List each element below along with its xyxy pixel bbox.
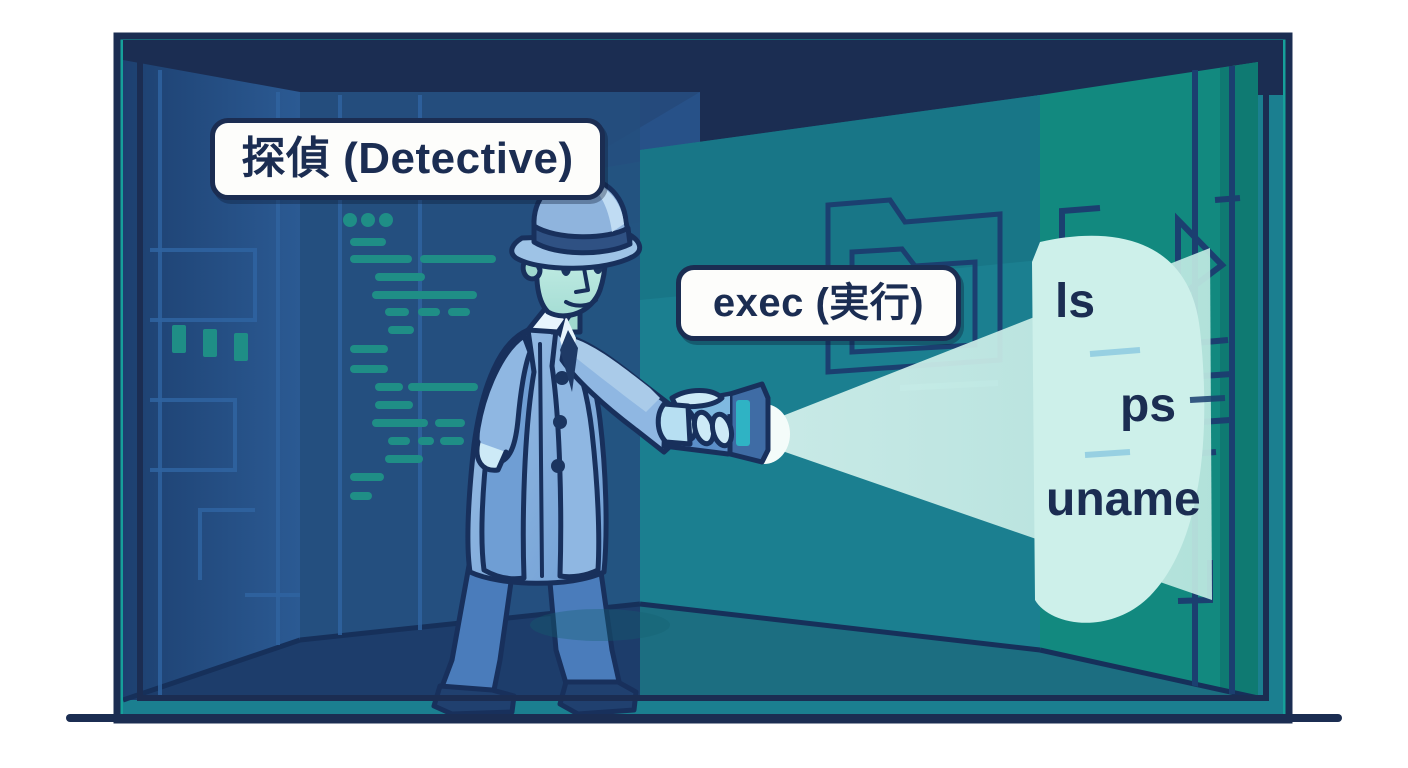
floor-teal-part	[640, 604, 1258, 700]
command-ps: ps	[1120, 379, 1177, 432]
necktie	[560, 330, 578, 392]
coat-button	[553, 415, 567, 429]
coat-button	[555, 371, 569, 385]
hands	[655, 388, 735, 449]
callout-detective-label: 探偵 (Detective)	[241, 134, 574, 183]
callout-exec[interactable]: exec (実行)	[676, 265, 961, 341]
wall-left	[123, 60, 300, 700]
code-lines	[343, 213, 496, 500]
coat-button	[551, 459, 565, 473]
command-ls: ls	[1055, 275, 1096, 328]
beam-lit-panel	[1032, 235, 1205, 623]
figure-shadow	[530, 609, 670, 641]
beam-detail-lines	[1084, 347, 1141, 458]
beam-right-dashes	[1189, 395, 1226, 403]
folder-outline-icon	[825, 197, 1003, 375]
floor-navy-part	[123, 604, 640, 700]
callout-detective[interactable]: 探偵 (Detective)	[210, 118, 605, 200]
callout-exec-label: exec (実行)	[712, 281, 925, 325]
wall-right-edge	[1220, 62, 1258, 698]
circuit-pattern	[150, 248, 300, 597]
wall-left-teal-dashes	[172, 325, 248, 361]
command-uname: uname	[1046, 473, 1201, 526]
detective-figure	[431, 175, 771, 715]
frame-inner-outline	[137, 55, 1269, 701]
